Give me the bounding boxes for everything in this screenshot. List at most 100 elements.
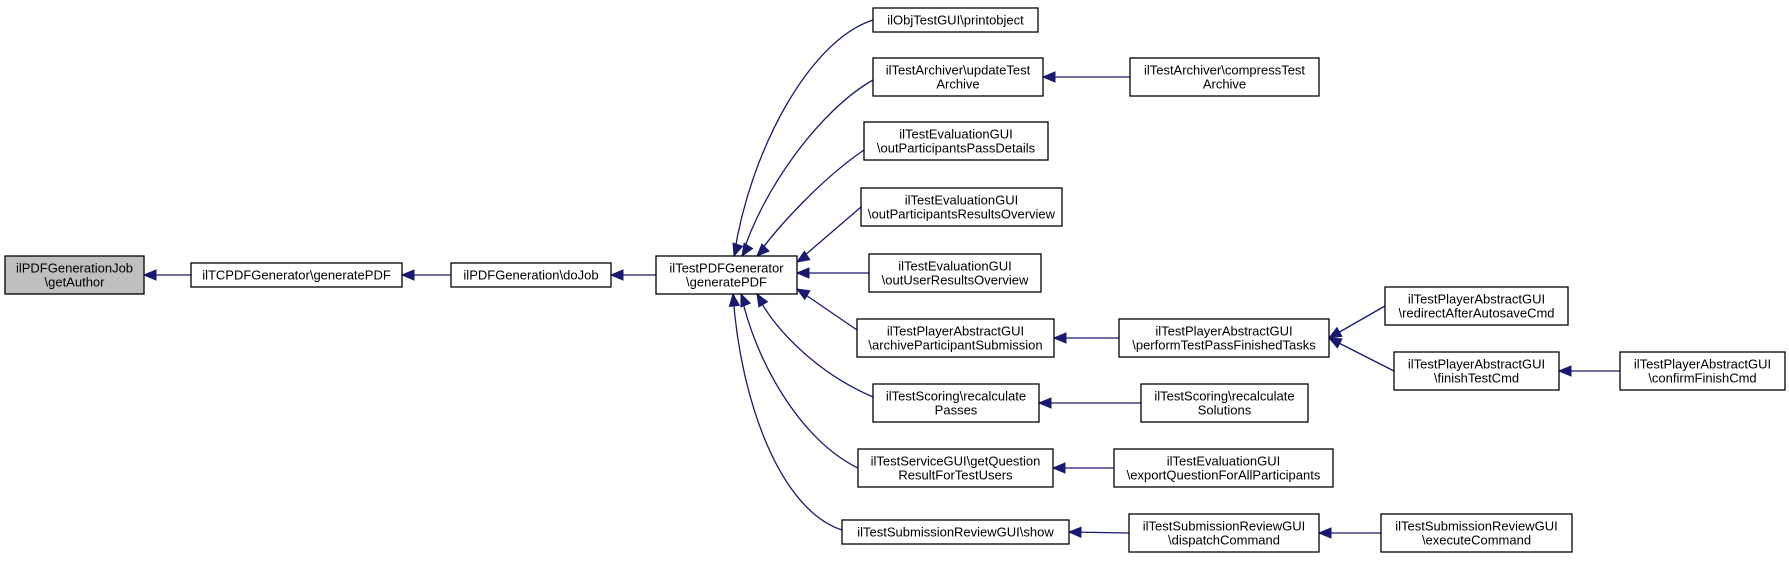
node-box: [856, 318, 1055, 358]
node-label-line: ilTestEvaluationGUI: [898, 259, 1011, 274]
graph-node[interactable]: ilTCPDFGenerator\generatePDF: [190, 262, 403, 288]
edge-line: [796, 206, 862, 263]
graph-node[interactable]: ilTestSubmissionReviewGUI\show: [841, 519, 1070, 545]
node-label-line: ilTestPlayerAbstractGUI: [1634, 357, 1771, 372]
node-label-line: ilTestPlayerAbstractGUI: [1408, 292, 1545, 307]
node-box: [4, 255, 145, 295]
node-box: [1619, 351, 1786, 391]
arrowhead-icon: [1557, 365, 1572, 377]
node-label-line: \outUserResultsOverview: [882, 273, 1029, 288]
arrowhead-icon: [795, 267, 810, 279]
node-label-line: \exportQuestionForAllParticipants: [1127, 468, 1321, 483]
edge-n15-to-n3: [756, 292, 874, 398]
edge-line: [732, 293, 843, 531]
node-label-line: ilTCPDFGenerator\generatePDF: [202, 268, 391, 283]
node-label-line: \dispatchCommand: [1168, 533, 1280, 548]
node-label-line: \archiveParticipantSubmission: [868, 338, 1042, 353]
graph-node[interactable]: ilTestPlayerAbstractGUI\archiveParticipa…: [856, 318, 1055, 358]
node-label-line: ilTestPlayerAbstractGUI: [887, 324, 1024, 339]
edge-n8-to-n3: [795, 206, 862, 263]
node-label-line: Archive: [1203, 77, 1246, 92]
node-box: [1140, 383, 1309, 423]
node-label-line: ilTestPlayerAbstractGUI: [1155, 324, 1292, 339]
graph-node[interactable]: ilTestSubmissionReviewGUI\dispatchComman…: [1128, 513, 1320, 553]
graph-node[interactable]: ilTestPDFGenerator\generatePDF: [655, 255, 798, 295]
edge-n17-to-n3: [740, 292, 859, 469]
node-box: [860, 187, 1063, 227]
edge-n7-to-n3: [756, 149, 865, 257]
node-box: [190, 262, 403, 288]
node-label-line: ilTestServiceGUI\getQuestion: [871, 454, 1041, 469]
graph-node[interactable]: ilTestServiceGUI\getQuestionResultForTes…: [857, 448, 1054, 488]
node-label-line: ilTestArchiver\updateTest: [886, 63, 1031, 78]
node-box: [450, 262, 612, 288]
edge-n9-to-n3: [795, 267, 869, 279]
node-box: [863, 121, 1049, 161]
edge-line: [756, 149, 865, 257]
node-box: [1384, 286, 1569, 326]
edge-n18-to-n17: [1051, 462, 1114, 474]
node-label-line: ilTestEvaluationGUI: [1167, 454, 1280, 469]
edge-line: [740, 293, 859, 469]
arrowhead-icon: [795, 250, 811, 263]
node-label-line: \executeCommand: [1422, 533, 1531, 548]
node-box: [872, 57, 1044, 97]
arrowhead-icon: [741, 242, 754, 258]
graph-node[interactable]: ilTestPlayerAbstractGUI\finishTestCmd: [1393, 351, 1560, 391]
graph-node[interactable]: ilTestPlayerAbstractGUI\performTestPassF…: [1118, 318, 1330, 358]
node-box: [655, 255, 798, 295]
node-box: [872, 383, 1040, 423]
graph-node[interactable]: ilTestPlayerAbstractGUI\confirmFinishCmd: [1619, 351, 1786, 391]
node-label-line: \outParticipantsResultsOverview: [868, 207, 1056, 222]
node-box: [1113, 448, 1334, 488]
edge-n20-to-n19: [1067, 526, 1130, 538]
node-box: [1393, 351, 1560, 391]
graph-node[interactable]: ilTestEvaluationGUI\outUserResultsOvervi…: [868, 253, 1042, 293]
arrowhead-icon: [142, 269, 157, 281]
edge-n12-to-n11: [1327, 305, 1386, 339]
arrowhead-icon: [400, 269, 415, 281]
arrowhead-icon: [756, 292, 769, 308]
node-label-line: ilTestPDFGenerator: [669, 261, 784, 276]
graph-node[interactable]: ilTestEvaluationGUI\outParticipantsResul…: [860, 187, 1063, 227]
graph-node[interactable]: ilObjTestGUI\printobject: [872, 7, 1039, 33]
node-box: [1129, 57, 1320, 97]
node-box: [1128, 513, 1320, 553]
edge-n21-to-n20: [1317, 527, 1381, 539]
node-label-line: ilTestSubmissionReviewGUI\show: [857, 525, 1054, 540]
edge-n6-to-n5: [1041, 71, 1130, 83]
node-box: [1118, 318, 1330, 358]
node-label-line: ilTestEvaluationGUI: [899, 127, 1012, 142]
arrowhead-icon: [1052, 332, 1067, 344]
edge-n11-to-n10: [1052, 332, 1119, 344]
arrowhead-icon: [1067, 526, 1082, 538]
graph-node[interactable]: ilTestEvaluationGUI\outParticipantsPassD…: [863, 121, 1049, 161]
graph-node[interactable]: ilTestPlayerAbstractGUI\redirectAfterAut…: [1384, 286, 1569, 326]
arrowhead-icon: [1037, 397, 1052, 409]
graph-node[interactable]: ilTestSubmissionReviewGUI\executeCommand: [1380, 513, 1573, 553]
edge-n19-to-n3: [728, 292, 843, 531]
graph-node[interactable]: ilPDFGeneration\doJob: [450, 262, 612, 288]
arrowhead-icon: [1051, 462, 1066, 474]
node-label-line: \confirmFinishCmd: [1648, 371, 1756, 386]
node-box: [868, 253, 1042, 293]
node-label-line: \performTestPassFinishedTasks: [1132, 338, 1316, 353]
node-label-line: ilTestScoring\recalculate: [886, 389, 1026, 404]
edge-n13-to-n11: [1327, 337, 1395, 372]
arrowhead-icon: [1041, 71, 1056, 83]
graph-node[interactable]: ilTestEvaluationGUI\exportQuestionForAll…: [1113, 448, 1334, 488]
nodes-layer: ilPDFGenerationJob\getAuthor ilTCPDFGener…: [4, 7, 1786, 553]
root-node: ilPDFGenerationJob\getAuthor: [4, 255, 145, 295]
node-label-line: \generatePDF: [686, 275, 767, 290]
node-label-line: ilTestScoring\recalculate: [1154, 389, 1294, 404]
node-label-line: ilTestArchiver\compressTest: [1144, 63, 1305, 78]
node-label-line: Passes: [935, 403, 978, 418]
edge-line: [741, 79, 874, 257]
node-label-line: \redirectAfterAutosaveCmd: [1398, 306, 1554, 321]
node-label-line: ilPDFGenerationJob: [16, 261, 133, 276]
